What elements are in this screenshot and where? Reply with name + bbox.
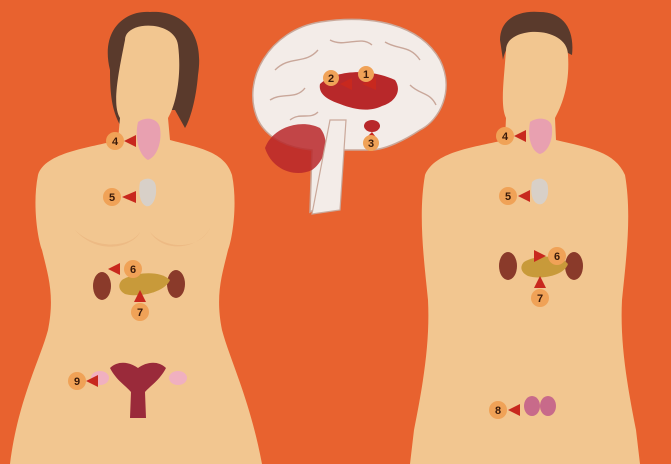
female-marker-6: 6: [124, 260, 142, 278]
female-marker-6-label: 6: [130, 264, 136, 276]
marker-2: 2: [323, 70, 339, 86]
male-left-kidney: [499, 252, 517, 280]
male-marker-5-label: 5: [505, 191, 511, 203]
female-right-ovary: [169, 371, 187, 385]
female-marker-7-label: 7: [137, 307, 143, 319]
female-left-kidney: [93, 272, 111, 300]
marker-3: 3: [363, 135, 379, 151]
male-marker-7-label: 7: [537, 293, 543, 305]
male-marker-6: 6: [548, 247, 566, 265]
female-marker-4-label: 4: [112, 136, 119, 148]
female-right-kidney: [167, 270, 185, 298]
female-marker-5-label: 5: [109, 192, 115, 204]
female-marker-4: 4: [106, 132, 124, 150]
male-marker-5: 5: [499, 187, 517, 205]
female-marker-5: 5: [103, 188, 121, 206]
male-left-testis: [524, 396, 540, 416]
marker-1-label: 1: [363, 69, 369, 81]
male-marker-4-label: 4: [502, 131, 509, 143]
pituitary-gland: [364, 120, 380, 132]
male-marker-4: 4: [496, 127, 514, 145]
male-marker-6-label: 6: [554, 251, 560, 263]
male-marker-8-label: 8: [495, 405, 501, 417]
marker-1: 1: [358, 66, 374, 82]
female-marker-9-label: 9: [74, 376, 80, 388]
male-marker-8: 8: [489, 401, 507, 419]
male-marker-7: 7: [531, 289, 549, 307]
female-marker-7: 7: [131, 303, 149, 321]
female-marker-9: 9: [68, 372, 86, 390]
male-right-kidney: [565, 252, 583, 280]
marker-2-label: 2: [328, 73, 334, 85]
marker-3-label: 3: [368, 138, 374, 150]
male-right-testis: [540, 396, 556, 416]
